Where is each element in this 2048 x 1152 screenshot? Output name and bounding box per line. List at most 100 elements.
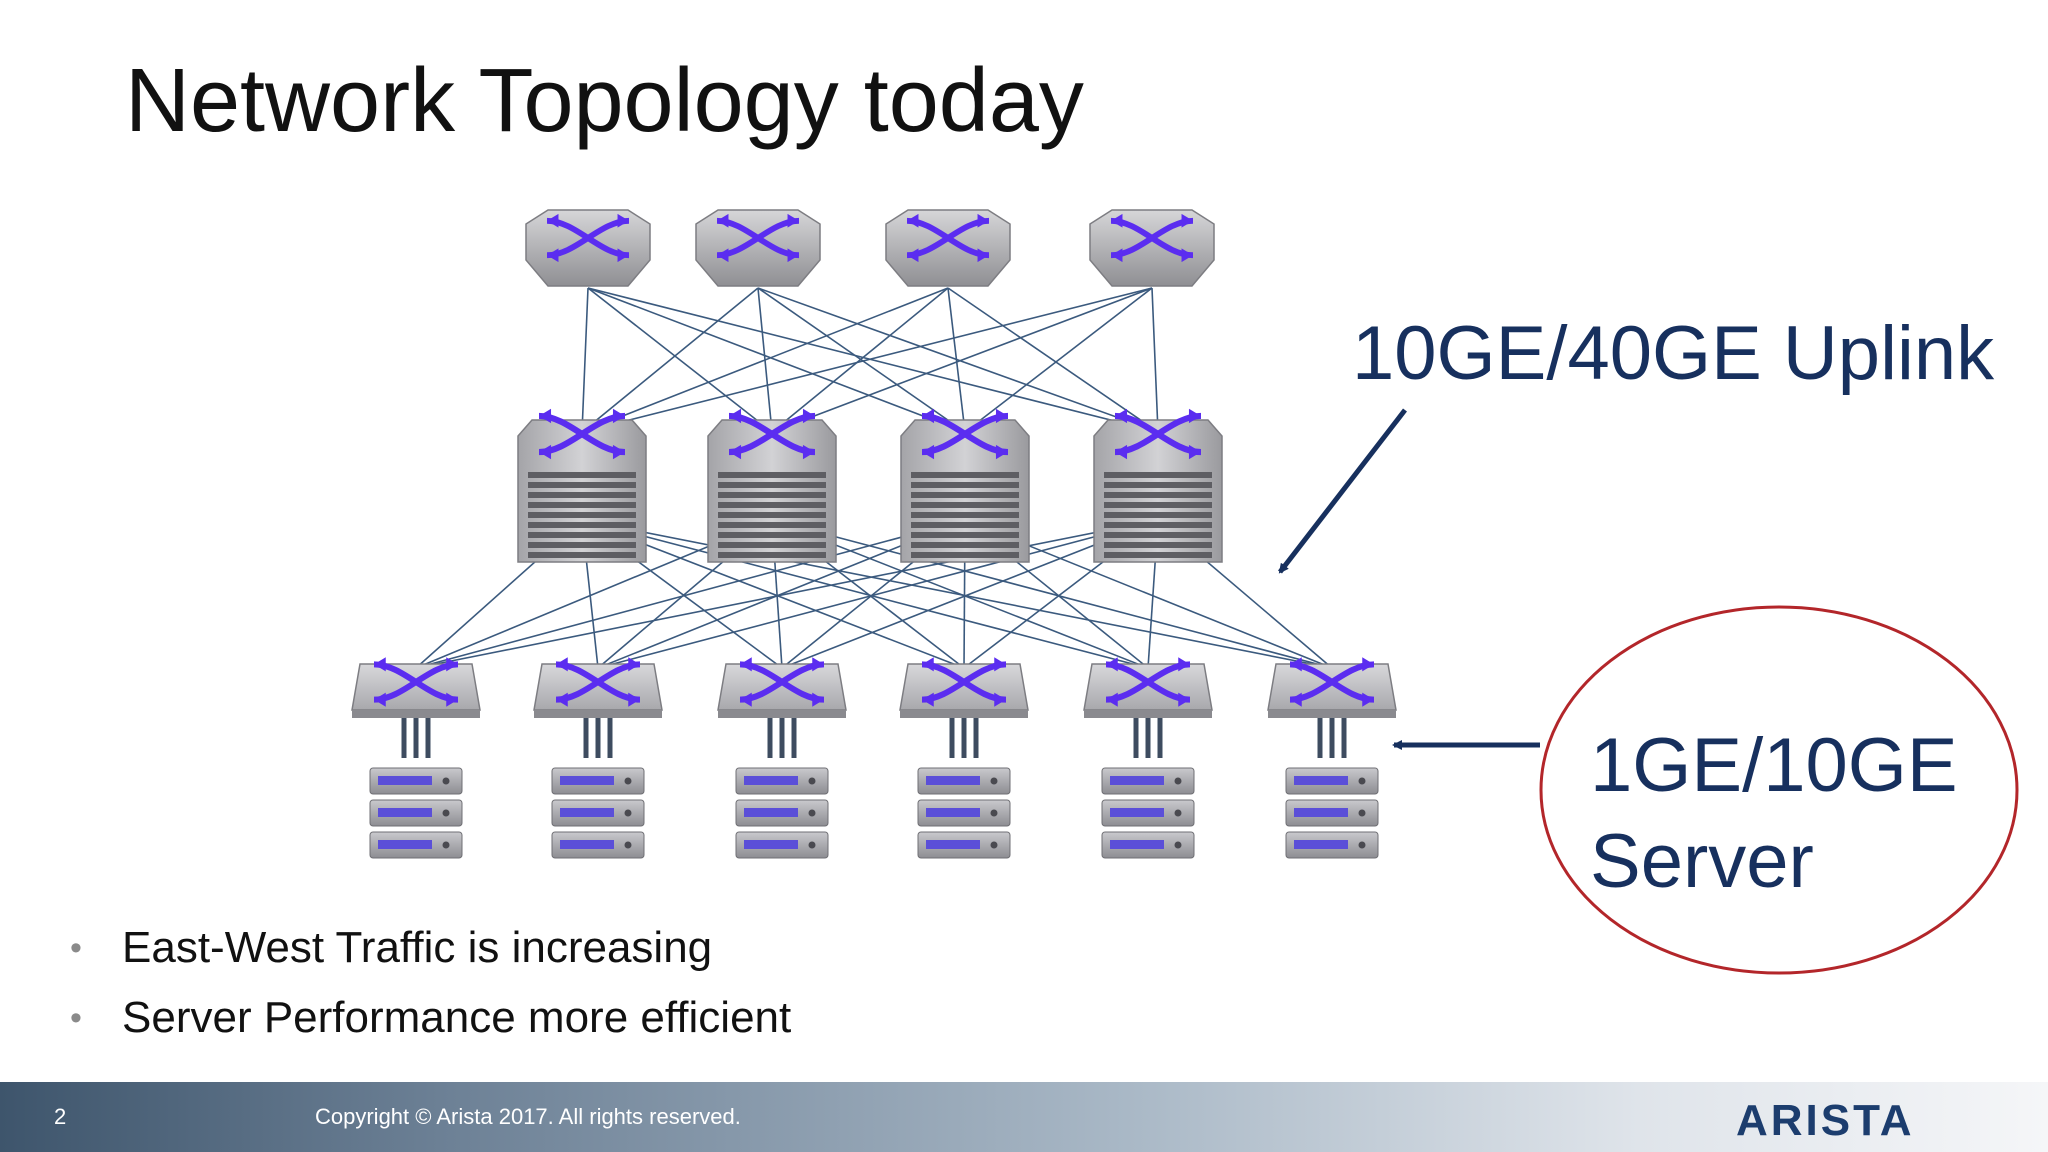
server-label-line2: Server: [1590, 819, 1814, 904]
bullet-item: • Server Performance more efficient: [70, 988, 791, 1058]
tor-switch-edge: [900, 710, 1028, 718]
arrowhead-icon: [1178, 692, 1190, 707]
page-number: 2: [54, 1104, 67, 1129]
arrowhead-icon: [539, 444, 552, 460]
server-cable: [1157, 718, 1163, 758]
server-label-line1: 1GE/10GE: [1590, 723, 1958, 808]
arrowhead-icon: [740, 657, 752, 672]
arrowhead-icon: [628, 692, 640, 707]
line-card-slot: [1104, 482, 1212, 488]
spine-switch-body: [1089, 209, 1215, 287]
leaf-switch-body: [900, 419, 1030, 563]
server-indicator: [990, 841, 998, 849]
server-cable: [413, 718, 419, 758]
line-card-slot: [528, 522, 636, 528]
leaf-switch-body: [1093, 419, 1223, 563]
line-card-slot: [718, 512, 826, 518]
tor-switch-edge: [534, 710, 662, 718]
tor-switch-body: [1267, 663, 1397, 711]
leaf-switch-body: [517, 419, 647, 563]
arrowhead-icon: [787, 213, 799, 228]
server-cable: [583, 718, 589, 758]
server-indicator: [442, 777, 450, 785]
line-card-slot: [911, 482, 1019, 488]
bullet-dot: •: [70, 929, 82, 967]
server-drive-bay: [744, 776, 798, 785]
line-card-slot: [1104, 472, 1212, 478]
spine-switch-body: [695, 209, 821, 287]
line-card-slot: [718, 502, 826, 508]
spine-switch: [885, 209, 1011, 287]
tor-switch-edge: [1084, 710, 1212, 718]
arrowhead-icon: [787, 248, 799, 263]
arrowhead-icon: [1290, 657, 1302, 672]
server-drive-bay: [378, 840, 432, 849]
line-card-slot: [718, 532, 826, 538]
bullet-item: •East-West Traffic is increasing: [70, 918, 791, 988]
server-highlight-ellipse: [1539, 605, 2019, 975]
arrowhead-icon: [812, 657, 824, 672]
tor-switch: [899, 657, 1029, 758]
arrowhead-icon: [995, 444, 1008, 460]
tor-switch-edge: [352, 710, 480, 718]
uplink-line: [947, 287, 1159, 433]
uplink-line: [771, 519, 1333, 669]
server-drive-bay: [1110, 808, 1164, 817]
arrowhead-icon: [446, 692, 458, 707]
tor-switch-body: [351, 663, 481, 711]
server-cable: [1145, 718, 1151, 758]
tor-switch: [1083, 657, 1213, 758]
tor-switch: [351, 657, 481, 758]
spine-switch: [695, 209, 821, 287]
annotations-layer: [1278, 408, 2019, 975]
arrowhead-icon: [612, 444, 625, 460]
server-indicator: [624, 809, 632, 817]
copyright-text: Copyright © Arista 2017. All rights rese…: [315, 1104, 741, 1129]
arrowhead-icon: [907, 248, 919, 263]
arrowhead-icon: [977, 213, 989, 228]
server-cable: [949, 718, 955, 758]
uplink-line: [597, 519, 1159, 669]
server-rack: [369, 767, 463, 859]
server-drive-bay: [560, 808, 614, 817]
spine-switch-body: [525, 209, 651, 287]
uplink-line: [771, 287, 949, 433]
arrowhead-icon: [556, 692, 568, 707]
server-indicator: [1358, 841, 1366, 849]
line-card-slot: [1104, 542, 1212, 548]
server-indicator: [1174, 809, 1182, 817]
uplink-line: [587, 287, 966, 433]
server-cable: [607, 718, 613, 758]
server-indicator: [624, 841, 632, 849]
tor-switch: [533, 657, 663, 758]
server-indicator: [808, 841, 816, 849]
uplink-line: [581, 519, 1149, 669]
server-rack: [551, 767, 645, 859]
arrowhead-icon: [547, 213, 559, 228]
uplink-line: [757, 287, 966, 433]
tor-switch: [717, 657, 847, 758]
arrowhead-icon: [617, 248, 629, 263]
server-drive-bay: [560, 776, 614, 785]
devices-layer: [351, 209, 1397, 859]
server-cable: [1133, 718, 1139, 758]
server-indicator: [624, 777, 632, 785]
tor-switch-body: [533, 663, 663, 711]
uplink-line: [771, 287, 1153, 433]
bullet-dot: •: [70, 999, 82, 1037]
line-card-slot: [1104, 502, 1212, 508]
arrowhead-icon: [612, 408, 625, 424]
line-card-slot: [718, 472, 826, 478]
line-card-slot: [1104, 522, 1212, 528]
line-card-slot: [1104, 512, 1212, 518]
uplink-line: [581, 287, 589, 433]
server-rack: [735, 767, 829, 859]
server-drive-bay: [378, 808, 432, 817]
arista-logo: ARISTA: [1736, 1096, 1915, 1145]
arrowhead-icon: [617, 213, 629, 228]
arrowhead-icon: [802, 408, 815, 424]
leaf-switch: [707, 408, 837, 563]
bullet-text: Server Performance more efficient: [122, 993, 792, 1042]
server-indicator: [808, 809, 816, 817]
tor-switch-body: [899, 663, 1029, 711]
